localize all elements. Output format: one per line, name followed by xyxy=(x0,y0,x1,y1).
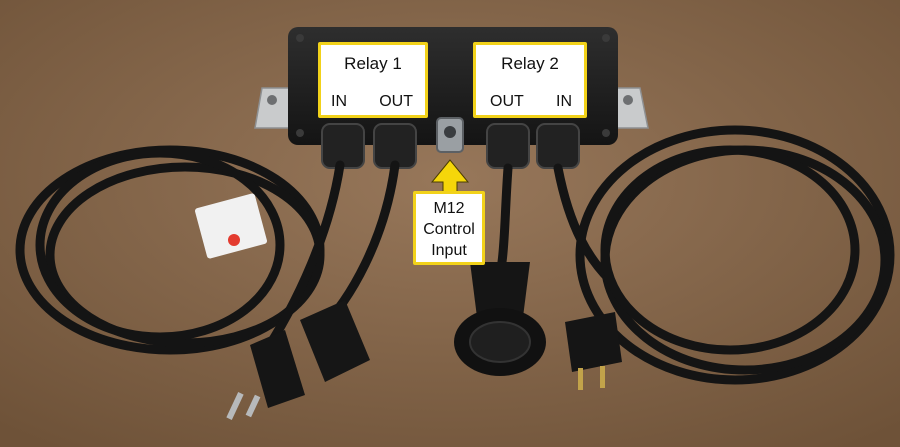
relay-2-title: Relay 2 xyxy=(501,54,559,73)
relay-1-in-label: IN xyxy=(331,93,347,110)
warning-tag xyxy=(195,193,267,259)
left-plugs xyxy=(226,300,370,420)
relay-2-callout: Relay 2 OUT IN xyxy=(473,42,587,118)
relay-1-title: Relay 1 xyxy=(344,54,402,73)
right-coiled-cord xyxy=(575,125,895,385)
right-twist-lock-plug xyxy=(565,312,622,390)
relay-2-out-label: OUT xyxy=(490,93,524,110)
relay-1-out-label: OUT xyxy=(379,93,413,110)
m12-callout: M12 Control Input xyxy=(413,191,485,265)
m12-line-2: Control xyxy=(423,221,475,238)
relay-2-in-label: IN xyxy=(556,93,572,110)
m12-line-3: Input xyxy=(431,242,467,259)
m12-line-1: M12 xyxy=(433,200,465,217)
relay-1-callout: Relay 1 IN OUT xyxy=(318,42,428,118)
cable-glands xyxy=(321,123,580,169)
center-locking-connector xyxy=(454,262,546,376)
